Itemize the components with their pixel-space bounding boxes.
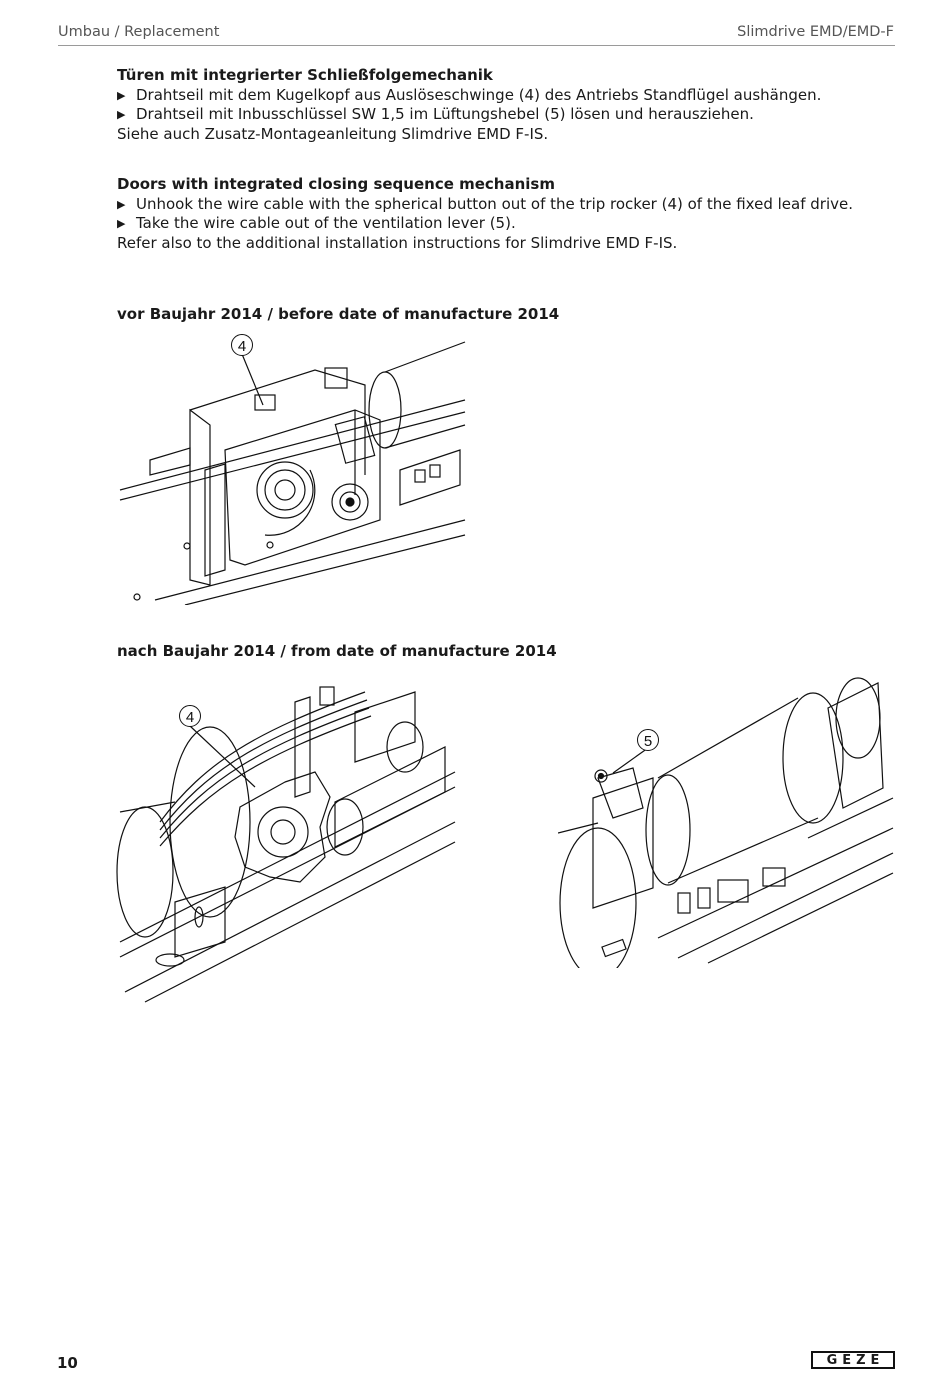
- english-instructions: Doors with integrated closing sequence m…: [117, 175, 877, 253]
- geze-logo: GEZE: [811, 1351, 895, 1369]
- german-instructions: Türen mit integrierter Schließfolgemecha…: [117, 66, 877, 144]
- german-heading: Türen mit integrierter Schließfolgemecha…: [117, 66, 493, 84]
- list-item: ▶ Drahtseil mit Inbusschlüssel SW 1,5 im …: [117, 105, 877, 125]
- list-item: ▶ Unhook the wire cable with the spherica…: [117, 195, 877, 215]
- figure-drive-before-2014: 4: [115, 330, 475, 605]
- header-product-name: Slimdrive EMD/EMD-F: [737, 24, 894, 40]
- bullet-text: Drahtseil mit Inbusschlüssel SW 1,5 im L…: [136, 105, 754, 123]
- english-heading: Doors with integrated closing sequence m…: [117, 175, 555, 193]
- figure-ventilation-lever: 5: [558, 668, 895, 968]
- triangle-right-icon: ▶: [117, 217, 126, 230]
- caption-before-2014: vor Baujahr 2014 / before date of manufa…: [117, 305, 560, 323]
- bullet-text: Unhook the wire cable with the spherical…: [136, 194, 853, 213]
- header-section-title: Umbau / Replacement: [58, 24, 220, 40]
- figure-drive-after-2014: 4: [115, 672, 460, 1007]
- caption-after-2014: nach Baujahr 2014 / from date of manufac…: [117, 642, 557, 660]
- list-item: ▶ Drahtseil mit dem Kugelkopf aus Auslöse…: [117, 86, 877, 106]
- english-note: Refer also to the additional installatio…: [117, 233, 678, 252]
- page-number: 10: [57, 1354, 78, 1372]
- bullet-text: Take the wire cable out of the ventilati…: [136, 214, 516, 232]
- callout-number: 4: [238, 338, 246, 355]
- triangle-right-icon: ▶: [117, 197, 126, 211]
- header-rule: [58, 45, 895, 46]
- triangle-right-icon: ▶: [117, 88, 126, 102]
- bullet-text: Drahtseil mit dem Kugelkopf aus Auslöses…: [136, 85, 822, 104]
- callout-number: 4: [186, 709, 194, 726]
- callout-number: 5: [644, 733, 652, 750]
- list-item: ▶ Take the wire cable out of the ventilat…: [117, 214, 877, 234]
- german-note: Siehe auch Zusatz-Montageanleitung Slimd…: [117, 124, 549, 143]
- triangle-right-icon: ▶: [117, 108, 126, 121]
